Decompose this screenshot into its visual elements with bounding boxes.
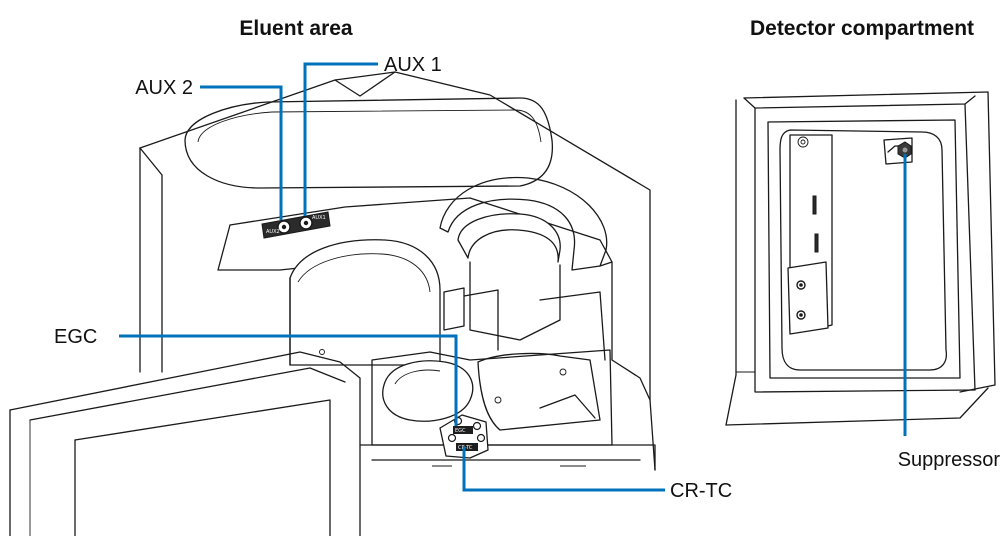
aux2-callout: AUX 2 — [135, 77, 193, 99]
detector-compartment-title: Detector compartment — [750, 17, 974, 40]
aux1-callout: AUX 1 — [384, 54, 442, 76]
crtc-port-plate — [456, 443, 478, 451]
aux1-port-label: AUX1 — [312, 215, 326, 221]
detector-compartment-illustration — [725, 91, 996, 426]
aux2-leader — [200, 85, 283, 220]
suppressor-callout: Suppressor — [898, 449, 1001, 471]
egc-leader — [119, 334, 458, 426]
aux2-port-label: AUX2 — [266, 229, 280, 235]
egc-port-plate — [453, 426, 473, 434]
eluent-area-illustration — [9, 71, 656, 536]
crtc-callout: CR-TC — [670, 480, 732, 502]
aux1-leader — [303, 62, 378, 216]
callout-leaders — [119, 62, 907, 492]
eluent-area-title: Eluent area — [239, 17, 353, 40]
crtc-leader — [462, 447, 665, 492]
egc-callout: EGC — [54, 326, 97, 348]
aux-port-plate: AUX2 AUX1 — [261, 211, 331, 239]
egc-port-label: EGC — [455, 428, 466, 434]
